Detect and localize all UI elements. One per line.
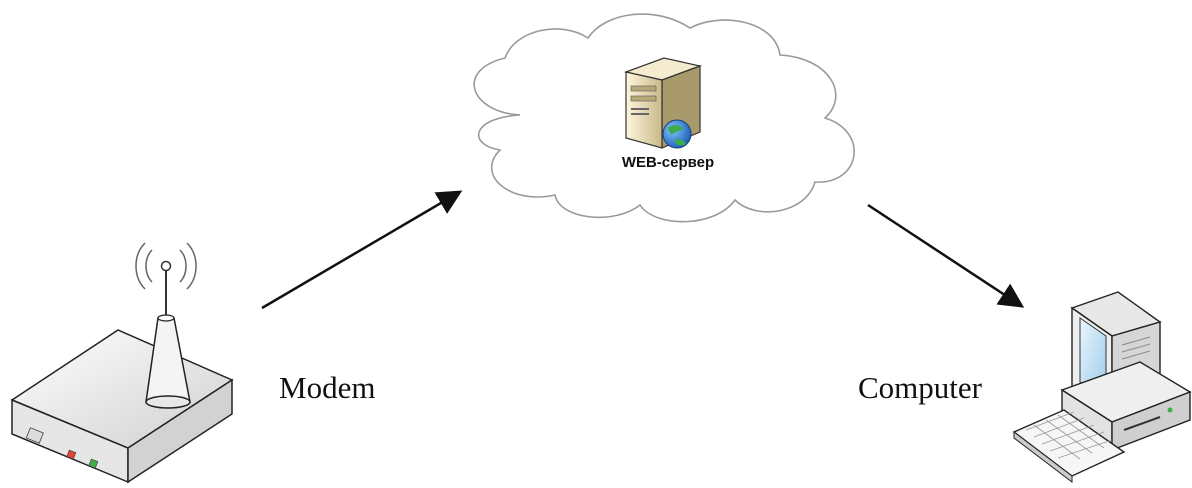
web-server-label: WEB-сервер (621, 154, 715, 171)
modem-label: Modem (279, 370, 376, 405)
arrow-modem-to-server (261, 190, 463, 310)
web-server-icon (623, 57, 703, 149)
wifi-router-icon (10, 242, 234, 484)
globe-icon (662, 119, 692, 149)
desktop-computer-icon (1012, 291, 1192, 484)
computer-label: Computer (858, 370, 982, 405)
arrow-server-to-computer (867, 203, 1025, 308)
